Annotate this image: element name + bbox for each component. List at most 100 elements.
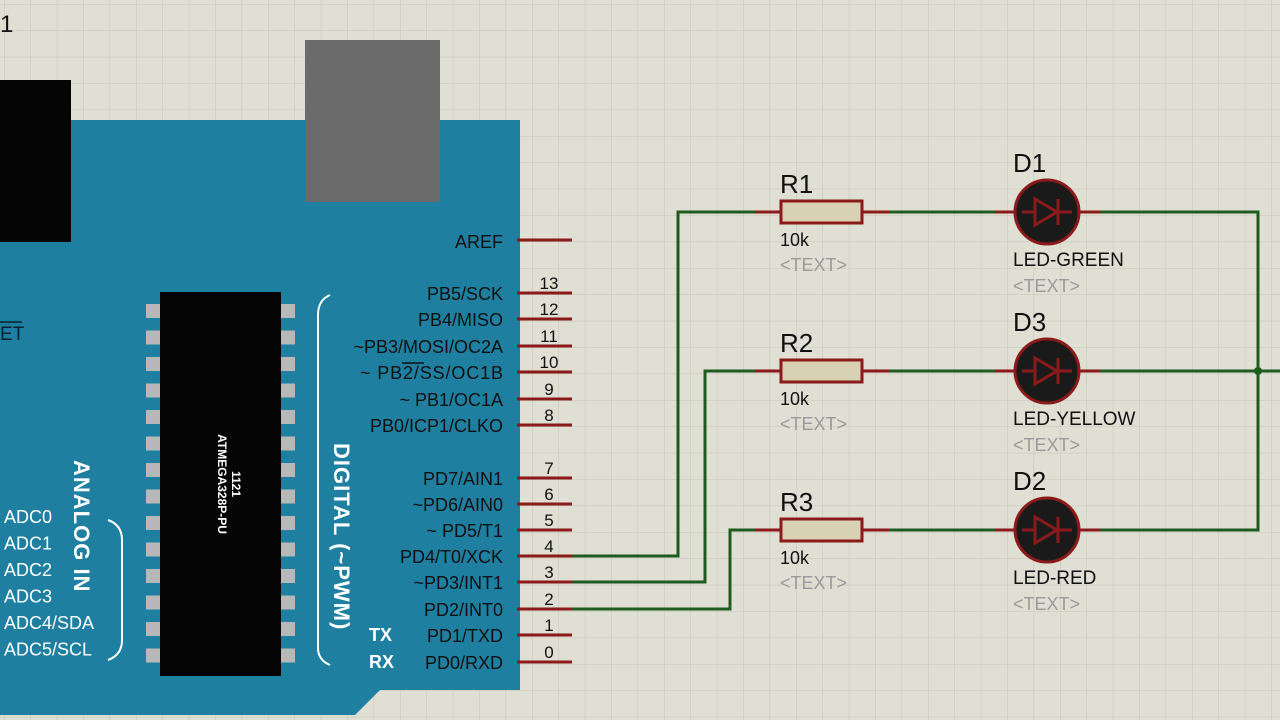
chip-pad xyxy=(281,410,295,424)
digital-pin-name: PD0/RXD xyxy=(425,653,503,673)
chip-pad xyxy=(281,569,295,583)
tx-label: TX xyxy=(369,625,392,645)
resistor-text-placeholder: <TEXT> xyxy=(780,573,847,593)
digital-pin-name: PB0/ICP1/CLKO xyxy=(370,416,503,436)
resistor-value: 10k xyxy=(780,230,810,250)
led-ref: D1 xyxy=(1013,148,1046,178)
analog-in-label: ANALOG IN xyxy=(69,460,94,592)
analog-pin-label: ADC3 xyxy=(4,587,52,607)
resistor-ref: R3 xyxy=(780,487,813,517)
rx-label: RX xyxy=(369,652,394,672)
arduino-board[interactable]: ET 1121 ATMEGA328P-PU ANALOG IN ADC0ADC1… xyxy=(0,40,572,715)
aref-label: AREF xyxy=(455,232,503,252)
chip-pad xyxy=(146,648,160,663)
chip-pad xyxy=(146,542,160,557)
led-text-placeholder: <TEXT> xyxy=(1013,435,1080,455)
digital-pin-name: PD7/AIN1 xyxy=(423,469,503,489)
resistor-value: 10k xyxy=(780,389,810,409)
reset-label: ET xyxy=(0,324,25,345)
digital-bracket xyxy=(317,294,331,666)
digital-pin-number: 6 xyxy=(544,485,553,504)
digital-pin-name: PD1/TXD xyxy=(427,626,503,646)
digital-pin-number: 3 xyxy=(544,563,553,582)
resistor-body xyxy=(779,358,864,384)
chip-pad xyxy=(281,648,295,663)
resistor-ref: R2 xyxy=(780,328,813,358)
analog-pin-label: ADC1 xyxy=(4,534,52,554)
digital-pin-name: PD4/T0/XCK xyxy=(400,547,503,567)
digital-pin-name: ~ PD5/T1 xyxy=(426,521,503,541)
chip-pad xyxy=(146,436,160,451)
resistor-text-placeholder: <TEXT> xyxy=(780,255,847,275)
diode-triangle-icon xyxy=(1033,196,1060,228)
chip-pad xyxy=(281,489,295,504)
chip-pad xyxy=(146,330,160,345)
atmega-chip[interactable]: 1121 ATMEGA328P-PU xyxy=(146,292,295,676)
resistor-r2[interactable]: R2 10k <TEXT> xyxy=(755,328,889,434)
led-part: LED-GREEN xyxy=(1013,250,1124,271)
digital-pin-number: 2 xyxy=(544,590,553,609)
chip-pad xyxy=(281,516,295,530)
analog-pin-label: ADC2 xyxy=(4,560,52,580)
wire-pin3-r2[interactable] xyxy=(572,369,755,584)
led-part: LED-RED xyxy=(1013,568,1096,589)
digital-pin-number: 0 xyxy=(544,643,553,662)
usb-connector xyxy=(305,40,440,202)
analog-bracket xyxy=(107,519,123,661)
analog-pin-label: ADC5/SCL xyxy=(4,640,92,660)
digital-pin-name: ~ PB1/OC1A xyxy=(399,390,503,410)
digital-pin-number: 1 xyxy=(544,616,553,635)
digital-pin-name: PB5/SCK xyxy=(427,284,503,304)
chip-pads xyxy=(146,304,295,663)
chip-pad xyxy=(146,595,160,610)
analog-pin-label: ADC0 xyxy=(4,507,52,527)
chip-code: 1121 xyxy=(229,471,243,497)
chip-pad xyxy=(281,330,295,345)
chip-pad xyxy=(146,357,160,371)
wire-pin2-r3[interactable] xyxy=(572,528,755,611)
led-part: LED-YELLOW xyxy=(1013,409,1136,430)
chip-label: ATMEGA328P-PU xyxy=(215,434,229,534)
chip-pad xyxy=(146,622,160,636)
digital-pin-name: ~PB3/MOSI/OC2A xyxy=(353,337,503,357)
digital-pin-number: 8 xyxy=(544,406,553,425)
resistor-body xyxy=(779,199,864,225)
chip-pad xyxy=(146,383,160,398)
chip-pad xyxy=(146,489,160,504)
power-jack xyxy=(0,80,71,242)
sheet-label: 1 xyxy=(0,11,13,38)
chip-pad xyxy=(281,542,295,557)
led-ref: D2 xyxy=(1013,466,1046,496)
digital-pin-number: 9 xyxy=(544,380,553,399)
digital-pin-number: 10 xyxy=(540,353,559,372)
junction-dot xyxy=(1254,367,1262,375)
digital-pin-number: 12 xyxy=(540,300,559,319)
resistor-text-placeholder: <TEXT> xyxy=(780,414,847,434)
led-text-placeholder: <TEXT> xyxy=(1013,276,1080,296)
digital-pin-number: 5 xyxy=(544,511,553,530)
digital-pin-number: 13 xyxy=(540,274,559,293)
wire-pin4-r1[interactable] xyxy=(572,210,755,558)
chip-pad xyxy=(146,569,160,583)
digital-pwm-label: DIGITAL (~PWM) xyxy=(329,443,354,630)
led-text-placeholder: <TEXT> xyxy=(1013,594,1080,614)
chip-pad xyxy=(281,622,295,636)
analog-pin-label: ADC4/SDA xyxy=(4,613,94,633)
led-body xyxy=(1013,178,1081,246)
chip-pad xyxy=(281,463,295,477)
chip-body xyxy=(160,292,281,676)
digital-pin-number: 11 xyxy=(540,327,558,346)
leds: D1LED-GREEN<TEXT>D3LED-YELLOW<TEXT>D2LED… xyxy=(995,148,1136,614)
digital-pin-name: ~PD6/AIN0 xyxy=(412,495,503,515)
chip-pad xyxy=(146,463,160,477)
chip-pad xyxy=(281,595,295,610)
